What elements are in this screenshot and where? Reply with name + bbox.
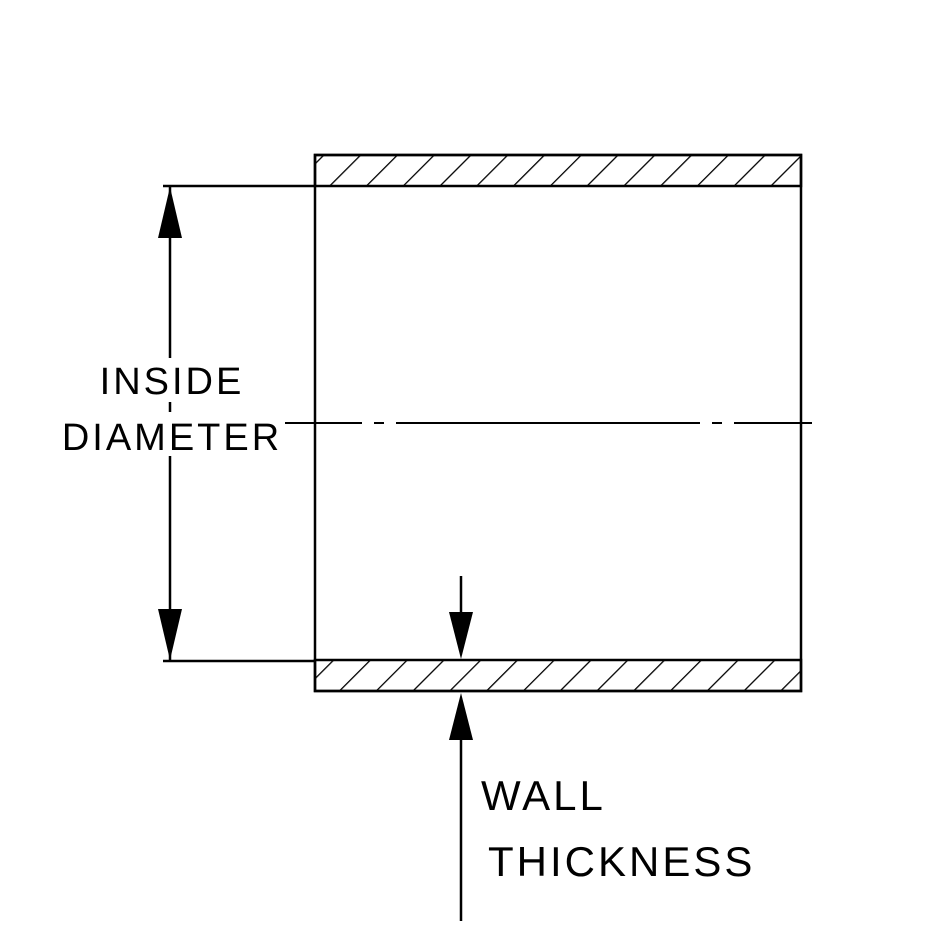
wall-thickness-label-line1: WALL <box>481 772 606 819</box>
arrow-up-icon <box>158 187 182 238</box>
tube-top-wall <box>313 153 803 188</box>
wall-thickness-label-line2: THICKNESS <box>488 838 755 885</box>
inside-diameter-label-line2: DIAMETER <box>62 417 282 459</box>
inside-diameter-label-backing-1 <box>98 358 246 402</box>
wall-thickness-arrow-down-icon <box>449 612 473 659</box>
tube-bottom-wall <box>313 658 803 693</box>
wall-thickness-arrow-up-icon <box>449 693 473 740</box>
arrow-down-icon <box>158 609 182 660</box>
inside-diameter-label-backing-2 <box>66 412 278 456</box>
inside-diameter-label-line1: INSIDE <box>100 361 245 403</box>
